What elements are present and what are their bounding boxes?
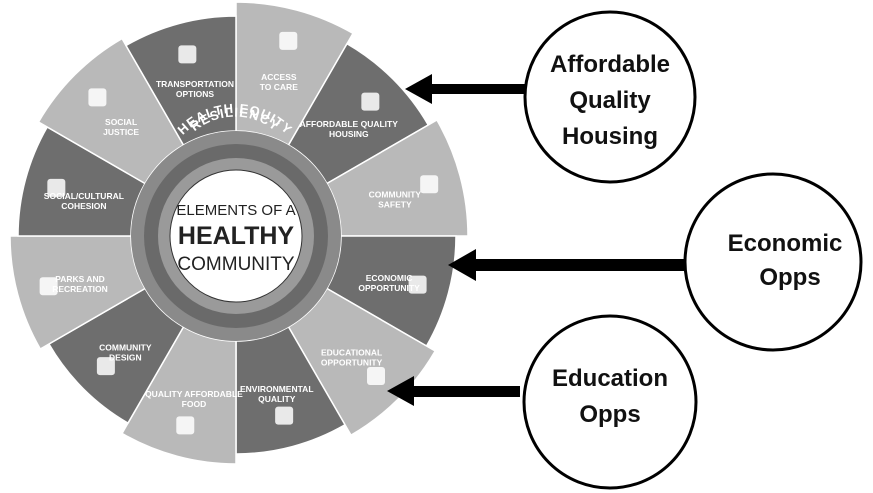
callout-economic-line-2: Opps [759, 264, 820, 291]
scales-icon [88, 88, 107, 107]
segment-label: TO CARE [260, 82, 298, 92]
segment-label: SAFETY [378, 199, 412, 209]
segment-label: OPTIONS [176, 89, 215, 99]
segment-label: DESIGN [109, 353, 142, 363]
stethoscope-icon [279, 31, 298, 50]
segment-label: COMMUNITY [369, 189, 422, 199]
segment-label: ECONOMIC [366, 273, 413, 283]
callout-economic: Economic Opps [683, 172, 863, 352]
segment-label: SOCIAL/CULTURAL [44, 191, 124, 201]
tree-bench-icon [39, 277, 58, 296]
segment-label: QUALITY AFFORDABLE [145, 389, 243, 399]
people-grid-icon [47, 178, 66, 197]
segment-label: AFFORDABLE QUALITY [300, 119, 399, 129]
center-circle [169, 169, 303, 303]
segment-label: FOOD [182, 399, 207, 409]
leaf-in-hand-icon [275, 406, 294, 425]
callout-housing-line-2: Quality [569, 87, 651, 114]
house-in-hand-icon [361, 92, 380, 111]
people-icon [420, 175, 439, 194]
segment-label: ENVIRONMENTAL [240, 384, 314, 394]
callout-economic-line-1: Economic [728, 230, 843, 257]
callout-education-line-1: Education [552, 365, 668, 392]
callout-housing: Affordable Quality Housing [523, 10, 697, 184]
segment-label: JUSTICE [103, 127, 139, 137]
segment-label: COHESION [61, 201, 106, 211]
segment-label: PARKS AND [55, 274, 105, 284]
callout-education: Education Opps [522, 314, 698, 490]
segment-label: TRANSPORTATION [156, 79, 234, 89]
center-line-3: COMMUNITY [177, 254, 294, 275]
arrow-education [387, 376, 520, 406]
bus-icon [178, 45, 197, 64]
center-line-1: ELEMENTS OF A [176, 202, 295, 219]
money-icon [408, 275, 427, 294]
segment-label: SOCIAL [105, 117, 137, 127]
segment-label: RECREATION [52, 284, 108, 294]
segment-label: OPPORTUNITY [358, 283, 420, 293]
segment-label: EDUCATIONAL [321, 348, 382, 358]
segment-label: OPPORTUNITY [321, 358, 383, 368]
callout-housing-line-1: Affordable [550, 51, 670, 78]
segment-label: COMMUNITY [99, 343, 152, 353]
callout-housing-line-3: Housing [562, 123, 658, 150]
segment-label: ACCESS [261, 72, 297, 82]
walking-person-icon [96, 357, 115, 376]
center-line-2: HEALTHY [178, 222, 295, 250]
segment-label: HOUSING [329, 129, 369, 139]
segment-label: QUALITY [258, 394, 296, 404]
books-icon [367, 367, 386, 386]
arrow-economic [448, 249, 685, 281]
fork-knife-icon [176, 416, 195, 435]
arrow-housing [405, 74, 528, 104]
callout-education-line-2: Opps [579, 401, 640, 428]
